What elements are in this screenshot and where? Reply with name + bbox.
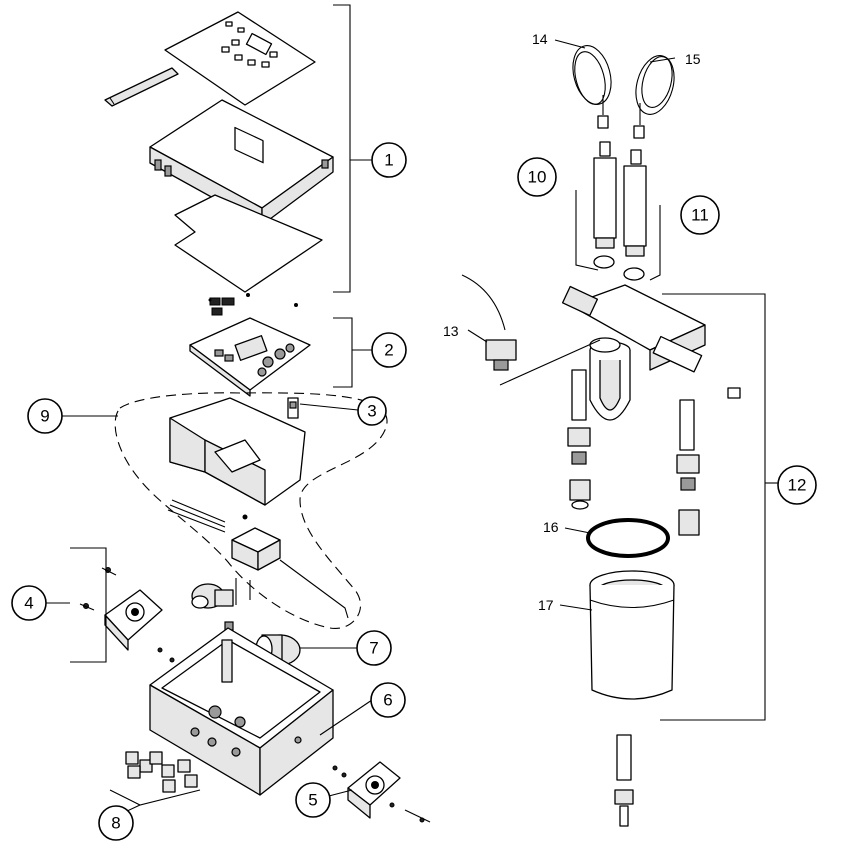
label-15: 15 [685, 51, 701, 67]
callout-2: 2 [371, 332, 407, 368]
label-13: 13 [443, 323, 459, 339]
svg-text:2: 2 [384, 341, 393, 360]
keypad-overlay [104, 11, 316, 107]
callout-8: 8 [98, 805, 134, 841]
svg-text:6: 6 [383, 691, 392, 710]
fuse-holder [287, 397, 299, 419]
callout-4: 4 [11, 585, 47, 621]
base-enclosure [149, 627, 334, 796]
terminal-connectors [208, 293, 298, 316]
outlet-fittings [676, 399, 700, 536]
callout-9: 9 [27, 398, 63, 434]
svg-text:8: 8 [111, 814, 120, 833]
svg-text:7: 7 [369, 639, 378, 658]
callout-6: 6 [370, 682, 406, 718]
sensor-cable-coils [572, 45, 675, 139]
wiring-harness [167, 499, 349, 619]
callout-10: 10 [517, 157, 557, 197]
svg-text:4: 4 [24, 594, 33, 613]
callout-7: 7 [356, 630, 392, 666]
svg-text:5: 5 [308, 791, 317, 810]
flow-cell-manifold [561, 284, 741, 421]
probe-sensor-b [623, 149, 647, 281]
flow-cell-bowl [589, 570, 675, 700]
callout-3: 3 [357, 396, 387, 426]
cable-glands [125, 751, 198, 793]
svg-text:10: 10 [528, 168, 547, 187]
electronics-cover [169, 397, 306, 520]
svg-text:1: 1 [384, 151, 393, 170]
label-17: 17 [538, 597, 554, 613]
peristaltic-pump [79, 567, 175, 663]
svg-text:3: 3 [367, 402, 376, 421]
callout-1: 1 [371, 142, 407, 178]
circuit-board [189, 317, 311, 397]
label-16: 16 [543, 519, 559, 535]
callout-11: 11 [680, 195, 720, 235]
callout-5: 5 [295, 782, 331, 818]
svg-text:11: 11 [691, 206, 709, 225]
probe-sensor-a [593, 141, 617, 269]
drain-fittings [614, 734, 634, 827]
svg-text:9: 9 [40, 407, 49, 426]
cover-group-boundary [114, 392, 388, 629]
gasket [174, 194, 323, 293]
pump-head [332, 761, 431, 823]
pump-motor [191, 578, 251, 631]
label-14: 14 [532, 31, 548, 47]
cable-gland [461, 274, 517, 371]
callout-12: 12 [777, 465, 817, 505]
svg-text:12: 12 [788, 476, 807, 495]
inlet-fittings [567, 369, 591, 510]
o-ring [586, 518, 670, 558]
